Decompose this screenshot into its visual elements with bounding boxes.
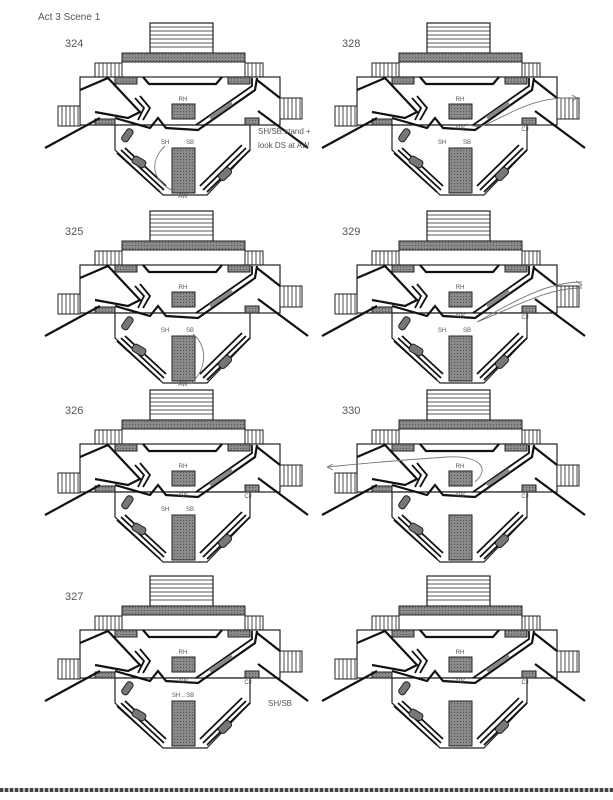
character-label-rh: RH: [179, 464, 188, 470]
blocking-note: look DS at AW: [258, 141, 310, 150]
character-label-sb: SB: [186, 140, 194, 146]
character-label-cj: CJ: [521, 127, 528, 133]
character-label-shsb: SH→SB: [172, 693, 194, 699]
character-label-rh: RH: [179, 285, 188, 291]
blocking-note: SH/SB: [268, 699, 292, 708]
stage-plan: [43, 21, 310, 197]
movement-arrow: [476, 280, 583, 323]
character-label-rh: RH: [456, 285, 465, 291]
stage-panel: RH AW CJ: [320, 574, 587, 750]
character-label-rh: RH: [456, 97, 465, 103]
scan-edge: [0, 788, 613, 792]
character-label-sh: SH: [438, 328, 446, 334]
character-label-cj: CJ: [521, 680, 528, 686]
character-label-sh: SH: [161, 328, 169, 334]
character-label-sh: SH: [161, 140, 169, 146]
cue-number: 329: [342, 226, 360, 238]
stage-plan: [320, 209, 587, 385]
character-label-sh: SH: [161, 507, 169, 513]
character-label-rh: RH: [456, 464, 465, 470]
character-label-sh: SH: [438, 140, 446, 146]
character-label-aw: AW: [178, 493, 188, 499]
stage-plan: [320, 21, 587, 197]
character-label-aw: AW: [178, 679, 188, 685]
cue-number: 325: [65, 226, 83, 238]
cue-number: 324: [65, 38, 83, 50]
character-label-aw: AW: [455, 679, 465, 685]
character-label-rh: RH: [456, 650, 465, 656]
cue-number: 330: [342, 405, 360, 417]
character-label-cj: CJ: [521, 494, 528, 500]
stage-plan: [320, 388, 587, 564]
character-label-sb: SB: [186, 507, 194, 513]
stage-plan: [43, 574, 310, 750]
scene-title: Act 3 Scene 1: [38, 12, 101, 23]
character-label-sb: SB: [463, 328, 471, 334]
character-label-sb: SB: [463, 140, 471, 146]
character-label-aw: AW: [455, 493, 465, 499]
character-label-aw_down: AW: [178, 194, 188, 200]
stage-plan: [43, 209, 310, 385]
character-label-aw: AW: [455, 314, 465, 320]
character-label-aw: AW: [455, 126, 465, 132]
movement-arrow: [154, 145, 176, 193]
stage-plan: [320, 574, 587, 750]
character-label-rh: RH: [179, 97, 188, 103]
character-label-rh: RH: [179, 650, 188, 656]
cue-number: 326: [65, 405, 83, 417]
character-label-aw_down: AW: [178, 382, 188, 388]
cue-number: 327: [65, 591, 83, 603]
stage-plan: [43, 388, 310, 564]
character-label-sb: SB: [186, 328, 194, 334]
blocking-note: SH/SB stand +: [258, 127, 311, 136]
movement-arrow: [326, 456, 483, 483]
movement-arrow: [189, 333, 205, 385]
character-label-cj: CJ: [244, 494, 251, 500]
character-label-cj: CJ: [521, 315, 528, 321]
character-label-cj: CJ: [244, 680, 251, 686]
cue-number: 328: [342, 38, 360, 50]
movement-arrow: [466, 94, 578, 127]
